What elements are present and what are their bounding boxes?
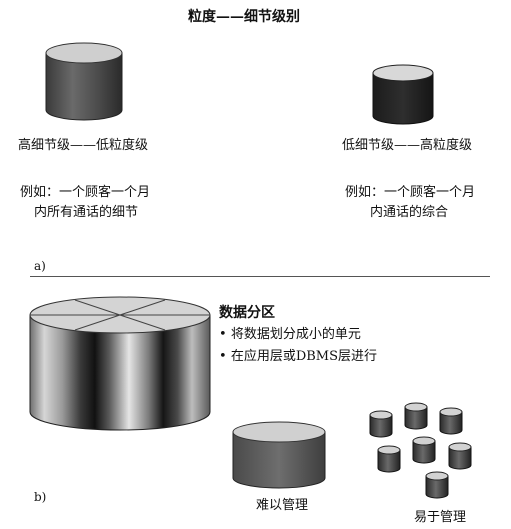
- right-example-line1: 例如：一个顾客一个月: [345, 185, 476, 200]
- part-a-label: a): [34, 259, 46, 273]
- hard-to-manage-caption: 难以管理: [256, 498, 309, 513]
- small-cylinder: [448, 442, 472, 470]
- left-caption: 高细节级——低粒度级: [18, 138, 149, 153]
- bullet-glyph: •: [219, 349, 227, 364]
- small-cylinder: [412, 436, 436, 464]
- small-cylinders-group: [369, 402, 472, 499]
- left-cylinder: [45, 42, 123, 121]
- bullet-glyph: •: [219, 327, 227, 342]
- easy-to-manage-caption: 易于管理: [414, 510, 467, 525]
- section-divider: [30, 276, 490, 277]
- small-cylinder: [369, 410, 393, 438]
- right-example-line2: 内通话的综合: [370, 205, 449, 220]
- bullet-text: 将数据划分成小的单元: [230, 327, 361, 342]
- partition-heading: 数据分区: [219, 305, 275, 321]
- part-b-label: b): [34, 490, 47, 504]
- partitioned-cylinder: [29, 296, 211, 431]
- right-cylinder: [372, 64, 434, 125]
- granularity-title: 粒度——细节级别: [188, 9, 300, 25]
- hard-to-manage-cylinder: [232, 421, 326, 489]
- left-example-line2: 内所有通话的细节: [34, 205, 139, 220]
- left-example-line1: 例如：一个顾客一个月: [20, 185, 151, 200]
- small-cylinder: [377, 445, 401, 473]
- small-cylinder: [425, 471, 449, 499]
- bullet-item: • 将数据划分成小的单元: [219, 323, 361, 342]
- small-cylinder: [404, 402, 428, 430]
- bullet-item: • 在应用层或DBMS层进行: [219, 345, 377, 364]
- right-caption: 低细节级——高粒度级: [342, 138, 473, 153]
- small-cylinder: [439, 407, 463, 435]
- bullet-text: 在应用层或DBMS层进行: [230, 349, 378, 364]
